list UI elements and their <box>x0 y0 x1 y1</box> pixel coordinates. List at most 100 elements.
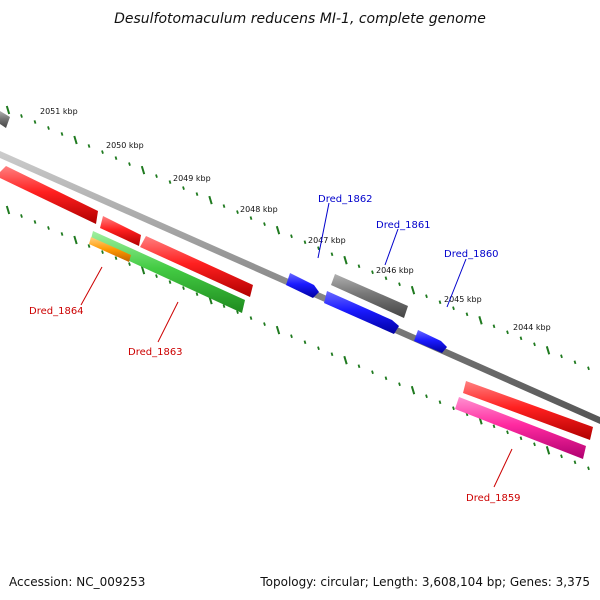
outer-tick <box>20 114 23 118</box>
outer-tick <box>249 216 253 220</box>
kbp-label-2046: 2046 kbp <box>376 266 414 275</box>
inner-tick <box>343 355 348 365</box>
label-dred-1862[interactable]: Dred_1862 <box>318 194 373 205</box>
outer-tick <box>208 195 213 205</box>
outer-tick <box>60 132 64 136</box>
inner-tick <box>317 346 320 351</box>
inner-tick <box>398 382 401 387</box>
outer-tick <box>478 316 483 325</box>
accession-text: Accession: NC_009253 <box>9 575 145 589</box>
outer-tick-marks <box>5 105 590 371</box>
inner-tick <box>533 442 536 447</box>
outer-tick <box>195 192 199 196</box>
outer-tick <box>492 324 496 329</box>
outer-tick <box>47 126 50 130</box>
inner-tick <box>168 280 172 284</box>
inner-tick <box>263 322 266 326</box>
outer-tick <box>140 165 146 175</box>
inner-tick <box>519 436 523 441</box>
label-dred-1859[interactable]: Dred_1859 <box>466 493 521 504</box>
leader-dred-1862 <box>317 202 330 259</box>
inner-tick <box>195 292 199 296</box>
inner-tick <box>222 304 226 308</box>
inner-tick <box>60 232 64 236</box>
outer-tick <box>425 294 428 299</box>
outer-tick <box>236 210 239 214</box>
outer-tick <box>560 354 563 359</box>
outer-tick <box>357 264 361 269</box>
gene-dred-1863-green[interactable] <box>90 231 245 313</box>
outer-tick <box>506 330 509 335</box>
inner-tick <box>182 286 185 290</box>
inner-tick <box>573 460 577 465</box>
gene-gray-1861-top[interactable] <box>331 274 408 318</box>
inner-tick <box>303 340 307 345</box>
gene-red-long[interactable] <box>140 236 253 297</box>
label-dred-1861[interactable]: Dred_1861 <box>376 220 431 231</box>
gene-dred-1861[interactable] <box>324 291 399 334</box>
label-dred-1864[interactable]: Dred_1864 <box>29 306 84 317</box>
inner-tick <box>384 376 388 381</box>
kbp-label-2044: 2044 kbp <box>513 323 551 332</box>
outer-tick <box>73 135 78 145</box>
inner-tick <box>20 214 23 218</box>
inner-tick-marks <box>5 205 590 471</box>
outer-tick <box>87 144 91 148</box>
outer-tick <box>303 240 307 245</box>
inner-tick <box>101 250 104 254</box>
gene-red-right[interactable] <box>463 381 593 440</box>
inner-tick <box>560 454 563 459</box>
inner-tick <box>5 205 11 215</box>
kbp-label-2047: 2047 kbp <box>308 236 346 245</box>
inner-tick <box>87 244 91 248</box>
outer-tick <box>587 366 590 371</box>
inner-tick <box>452 406 455 411</box>
leader-dred-1859 <box>493 448 513 488</box>
inner-tick <box>290 334 293 339</box>
outer-tick <box>290 234 293 239</box>
inner-tick <box>330 352 334 357</box>
gene-orange[interactable] <box>89 237 131 262</box>
outer-tick <box>438 300 442 305</box>
kbp-labels: 2051 kbp 2050 kbp 2049 kbp 2048 kbp 2047… <box>40 107 551 332</box>
label-leaders <box>80 202 513 488</box>
gene-dred-1864-red[interactable] <box>0 166 98 224</box>
outer-tick <box>465 312 469 317</box>
inner-tick <box>371 370 374 375</box>
inner-tick <box>275 325 281 335</box>
gene-red-mid[interactable] <box>100 216 141 246</box>
gene-dred-1860[interactable] <box>414 330 447 353</box>
outer-tick <box>5 105 11 115</box>
label-dred-1860[interactable]: Dred_1860 <box>444 249 499 260</box>
label-dred-1863[interactable]: Dred_1863 <box>128 347 183 358</box>
inner-tick <box>47 226 50 230</box>
outer-tick <box>263 222 266 226</box>
outer-tick <box>545 346 551 355</box>
kbp-label-2049: 2049 kbp <box>173 174 211 183</box>
outer-tick <box>275 225 281 235</box>
outer-tick <box>168 180 172 184</box>
outer-tick <box>573 360 577 365</box>
inner-tick <box>438 400 442 405</box>
inner-tick <box>249 316 253 320</box>
leader-dred-1863 <box>157 301 179 343</box>
gene-dred-1859[interactable] <box>455 397 586 459</box>
outer-tick <box>343 255 348 265</box>
kbp-label-2050: 2050 kbp <box>106 141 144 150</box>
outer-tick <box>317 246 320 251</box>
kbp-label-2048: 2048 kbp <box>240 205 278 214</box>
outer-tick <box>330 252 334 257</box>
outer-tick <box>155 174 158 178</box>
inner-tick <box>73 235 78 245</box>
leader-dred-1864 <box>80 266 103 306</box>
inner-tick <box>140 265 146 275</box>
gene-gray-fragment[interactable] <box>0 111 10 128</box>
inner-tick <box>506 430 509 435</box>
inner-tick <box>425 394 428 399</box>
outer-tick <box>128 162 131 166</box>
outer-tick <box>533 342 536 347</box>
outer-tick <box>519 336 523 341</box>
outer-tick <box>384 276 388 281</box>
gene-dred-1862[interactable] <box>286 273 319 298</box>
